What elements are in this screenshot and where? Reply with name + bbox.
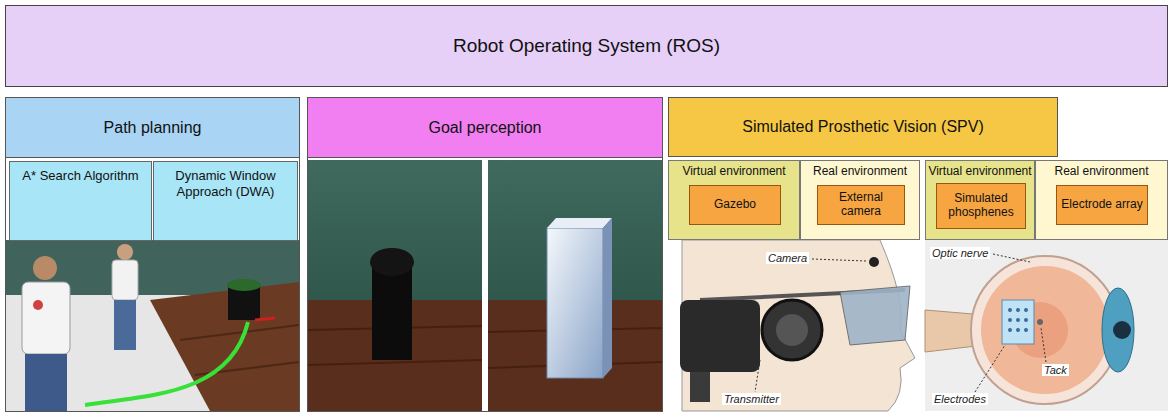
node-title: Virtual environment [669, 161, 799, 178]
system-band: Robot Operating System (ROS) [5, 5, 1168, 87]
node-title: Robot Operating System (ROS) [453, 35, 720, 57]
node-title: A* Search Algorithm [10, 162, 151, 184]
method-box: A* Search Algorithm [9, 161, 152, 241]
node-title: Gazebo [711, 196, 759, 214]
camera-glasses-figure [668, 240, 920, 411]
component-box: Simulated phosphenes [936, 183, 1026, 229]
environment-box: Real environmentExternal camera [800, 160, 920, 240]
component-box: Electrode array [1056, 185, 1148, 225]
module-panel: Path planning A* Search AlgorithmDynamic … [5, 97, 300, 412]
node-title: Electrode array [1058, 196, 1145, 214]
node-title: Path planning [6, 98, 299, 158]
eye-implant-figure [925, 240, 1168, 411]
node-title: Real environment [1036, 161, 1167, 178]
environment-box: Virtual environmentSimulated phosphenes [925, 160, 1035, 240]
environment-box: Real environmentElectrode array [1035, 160, 1168, 240]
callout-label: Electrodes [932, 393, 988, 405]
node-title: Simulated Prosthetic Vision (SPV) [668, 97, 1058, 157]
component-box: Gazebo [689, 185, 781, 225]
component-box: External camera [817, 185, 905, 225]
callout-label: Transmitter [722, 393, 781, 405]
method-box: Dynamic Window Approach (DWA) [153, 161, 298, 241]
node-title: Simulated phosphenes [937, 190, 1025, 222]
callout-label: Tack [1042, 364, 1069, 376]
callout-label: Optic nerve [930, 247, 990, 259]
node-title: External camera [818, 189, 904, 221]
node-title: Virtual environment [926, 161, 1034, 178]
module-panel: Simulated Prosthetic Vision (SPV)Virtual… [668, 97, 1168, 412]
node-title: Goal perception [308, 98, 662, 158]
goal-perception-scenes [308, 160, 662, 411]
path-planning-scene [6, 240, 299, 411]
node-title: Real environment [801, 161, 919, 178]
module-panel: Goal perception [307, 97, 663, 412]
callout-label: Camera [766, 252, 809, 264]
node-title: Dynamic Window Approach (DWA) [154, 162, 297, 199]
environment-box: Virtual environmentGazebo [668, 160, 800, 240]
